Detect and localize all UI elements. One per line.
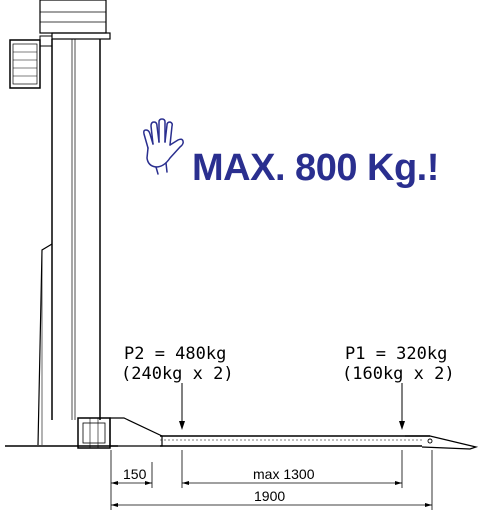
p1-label-line1: P1 = 320kg — [345, 344, 447, 364]
dimension-line-1300 — [182, 481, 402, 485]
dimension-label-150: 150 — [123, 466, 147, 482]
motor-unit — [9, 32, 111, 89]
platform-forks — [160, 435, 479, 450]
base-stiffener — [37, 243, 53, 446]
dimension-label-1900: 1900 — [254, 488, 285, 504]
p2-label-line2: (240kg x 2) — [121, 364, 234, 384]
raised-hand-icon — [143, 118, 184, 175]
top-housing — [39, 0, 107, 34]
carriage — [77, 417, 163, 449]
dimension-line-1900 — [111, 503, 432, 507]
p1-label-line2: (160kg x 2) — [342, 364, 455, 384]
load-arrow-p2 — [179, 383, 185, 430]
column — [51, 39, 101, 420]
p2-label-line1: P2 = 480kg — [124, 344, 226, 364]
dimension-line-150 — [111, 481, 152, 485]
dimension-label-1300: max 1300 — [253, 466, 315, 482]
load-arrow-p1 — [399, 383, 405, 430]
extension-lines — [110, 450, 433, 510]
max-load-warning: MAX. 800 Kg.! — [192, 147, 439, 189]
